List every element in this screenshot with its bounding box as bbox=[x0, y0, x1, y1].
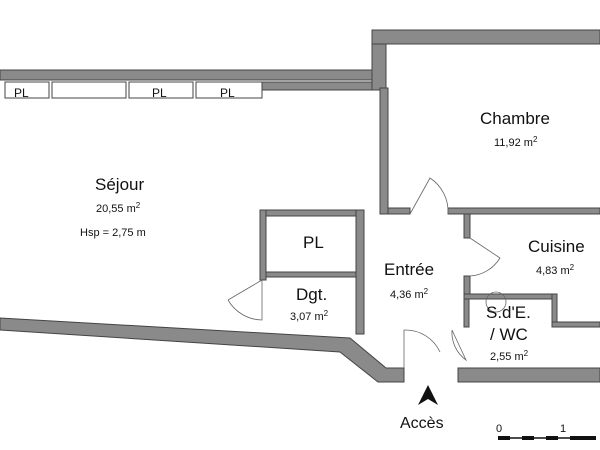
wall-cuisine-left-a bbox=[463, 213, 471, 239]
door-cuisine bbox=[469, 237, 501, 277]
wall-pl-top bbox=[259, 209, 365, 217]
wall-cuisine-step bbox=[551, 293, 558, 325]
room-area-dgt: 3,07 m2 bbox=[290, 309, 329, 323]
window-2 bbox=[51, 81, 127, 99]
window-1 bbox=[4, 81, 50, 99]
room-name-sejour: Séjour bbox=[95, 175, 144, 194]
room-name-dgt: Dgt. bbox=[296, 285, 327, 304]
room-name-chambre: Chambre bbox=[480, 109, 550, 128]
closet-label-1: PL bbox=[14, 86, 29, 100]
room-name-entree: Entrée bbox=[384, 260, 434, 279]
closet-label-dgt: PL bbox=[303, 233, 324, 252]
wall-cuisine-bottom bbox=[551, 321, 600, 328]
door-dgt bbox=[227, 279, 263, 321]
wall-bottom-left bbox=[0, 317, 405, 383]
wall-bottom-right bbox=[457, 367, 600, 383]
door-entry bbox=[403, 329, 441, 368]
wall-top-left bbox=[0, 69, 373, 81]
wall-sde-top bbox=[463, 293, 555, 300]
closet-label-2: PL bbox=[152, 86, 167, 100]
wall-top-right bbox=[371, 29, 600, 45]
wall-chambre-bottom-b bbox=[447, 207, 600, 215]
walls bbox=[0, 29, 600, 383]
wall-chambre-bottom-a bbox=[387, 207, 411, 215]
door-chambre bbox=[409, 177, 449, 215]
wall-pl-left bbox=[259, 209, 267, 281]
door-swings bbox=[227, 177, 507, 368]
room-area-entree: 4,36 m2 bbox=[390, 287, 429, 301]
scale-label-zero: 0 bbox=[496, 423, 502, 435]
room-area-sejour: 20,55 m2 bbox=[96, 201, 141, 215]
room-name-cuisine: Cuisine bbox=[528, 237, 585, 256]
room-name-sde-line1: S.d'E. bbox=[486, 303, 531, 322]
wall-pl-bottom bbox=[265, 271, 357, 278]
access-label: Accès bbox=[400, 415, 444, 432]
sink-icon bbox=[485, 291, 507, 313]
room-height-sejour: Hsp = 2,75 m bbox=[80, 227, 146, 239]
room-name-sde-line2: / WC bbox=[490, 325, 528, 344]
wall-top-left-inner bbox=[261, 81, 383, 91]
closet-label-3: PL bbox=[220, 86, 235, 100]
room-area-sde: 2,55 m2 bbox=[490, 349, 529, 363]
wall-chambre-left bbox=[379, 87, 389, 215]
scale-label-one: 1 bbox=[560, 423, 566, 435]
scale-bar: 0 1 bbox=[496, 423, 596, 440]
room-area-chambre: 11,92 m2 bbox=[494, 135, 538, 149]
door-sde bbox=[451, 329, 468, 362]
wall-sde-left bbox=[463, 298, 470, 328]
wall-dgt-right bbox=[355, 209, 365, 335]
window-3 bbox=[128, 81, 194, 99]
room-area-cuisine: 4,83 m2 bbox=[536, 263, 575, 277]
access-arrow-icon bbox=[418, 385, 438, 405]
